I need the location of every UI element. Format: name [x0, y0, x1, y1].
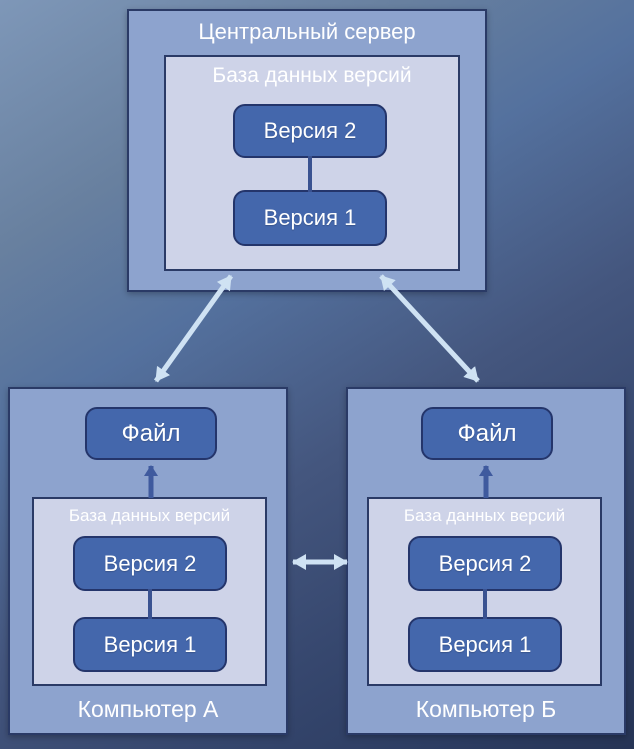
computer-b-version-database-box: База данных версий Версия 2 Версия 1: [367, 497, 602, 686]
computer-b-file-node: Файл: [421, 407, 553, 460]
computer-a-box: Файл База данных версий Версия 2 Версия …: [8, 387, 288, 735]
computer-a-title: Компьютер А: [77, 696, 219, 722]
computer-b-box: Файл База данных версий Версия 2 Версия …: [346, 387, 626, 735]
central-server-version-2-node: Версия 2: [233, 104, 387, 158]
central-server-box: Центральный сервер База данных версий Ве…: [127, 9, 487, 292]
central-server-version-database-box: База данных версий Версия 2 Версия 1: [164, 55, 460, 271]
computer-a-file-node: Файл: [85, 407, 217, 460]
computer-b-version-2-node: Версия 2: [408, 536, 562, 591]
central-server-version-1-node: Версия 1: [233, 190, 387, 246]
central-server-title: Центральный сервер: [198, 19, 416, 44]
computer-a-version-database-box: База данных версий Версия 2 Версия 1: [32, 497, 267, 686]
computer-a-version-1-node: Версия 1: [73, 617, 227, 672]
computer-b-version-1-node: Версия 1: [408, 617, 562, 672]
central-server-version-database-label: База данных версий: [212, 64, 412, 87]
computer-a-version-2-node: Версия 2: [73, 536, 227, 591]
computer-b-title: Компьютер Б: [415, 696, 557, 722]
computer-a-version-database-label: База данных версий: [68, 506, 231, 525]
computer-b-version-database-label: База данных версий: [403, 506, 566, 525]
